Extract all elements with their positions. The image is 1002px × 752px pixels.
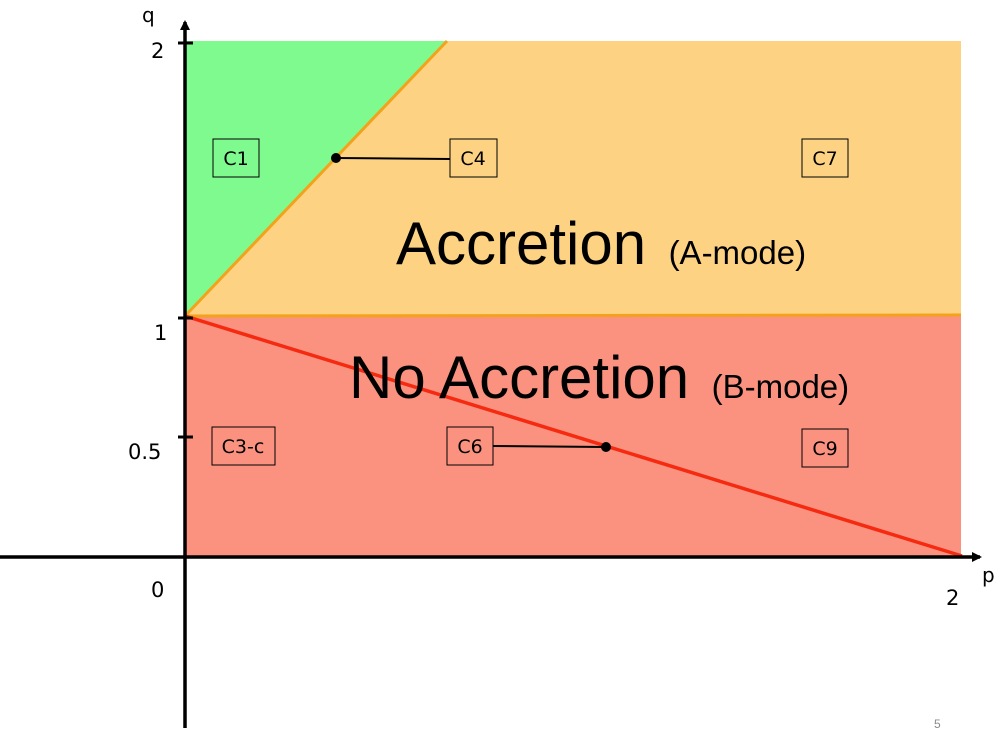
x-axis-label: p (982, 563, 995, 587)
c3c-label: C3-c (222, 436, 265, 458)
c6-label: C6 (457, 436, 482, 458)
q1-boundary-line (184, 313, 962, 318)
c9-box (801, 428, 849, 468)
red-diagonal-line (184, 314, 963, 558)
y-axis-label: q (142, 3, 155, 27)
y-tick-label-0.5: 0.5 (128, 440, 161, 464)
c1-label: C1 (223, 148, 248, 170)
c4-connector (335, 157, 451, 160)
origin-label: 0 (151, 578, 164, 602)
c1-box (212, 138, 260, 178)
no-accretion-title: No Accretion (B-mode) (349, 344, 849, 411)
y-tick-label-2: 2 (151, 39, 164, 63)
no-accretion-subtitle: (B-mode) (712, 368, 850, 405)
accretion-title: Accretion (A-mode) (396, 210, 806, 277)
accretion-subtitle: (A-mode) (669, 234, 807, 271)
c4-point (331, 153, 341, 163)
c3c-box (211, 426, 276, 466)
c4-label: C4 (460, 148, 485, 170)
x-tick-label-2: 2 (946, 586, 959, 610)
diagonal-boundary-line (183, 39, 449, 318)
no-accretion-title-text: No Accretion (349, 344, 689, 411)
c6-box (446, 426, 494, 466)
page-number: 5 (934, 717, 941, 731)
c7-label: C7 (812, 148, 837, 170)
y-tick-label-1: 1 (154, 321, 167, 345)
accretion-title-text: Accretion (396, 210, 646, 277)
c6-point (601, 442, 611, 452)
c7-box (801, 138, 849, 178)
c6-connector (492, 445, 607, 448)
c4-box (449, 138, 498, 178)
c9-label: C9 (812, 438, 837, 460)
